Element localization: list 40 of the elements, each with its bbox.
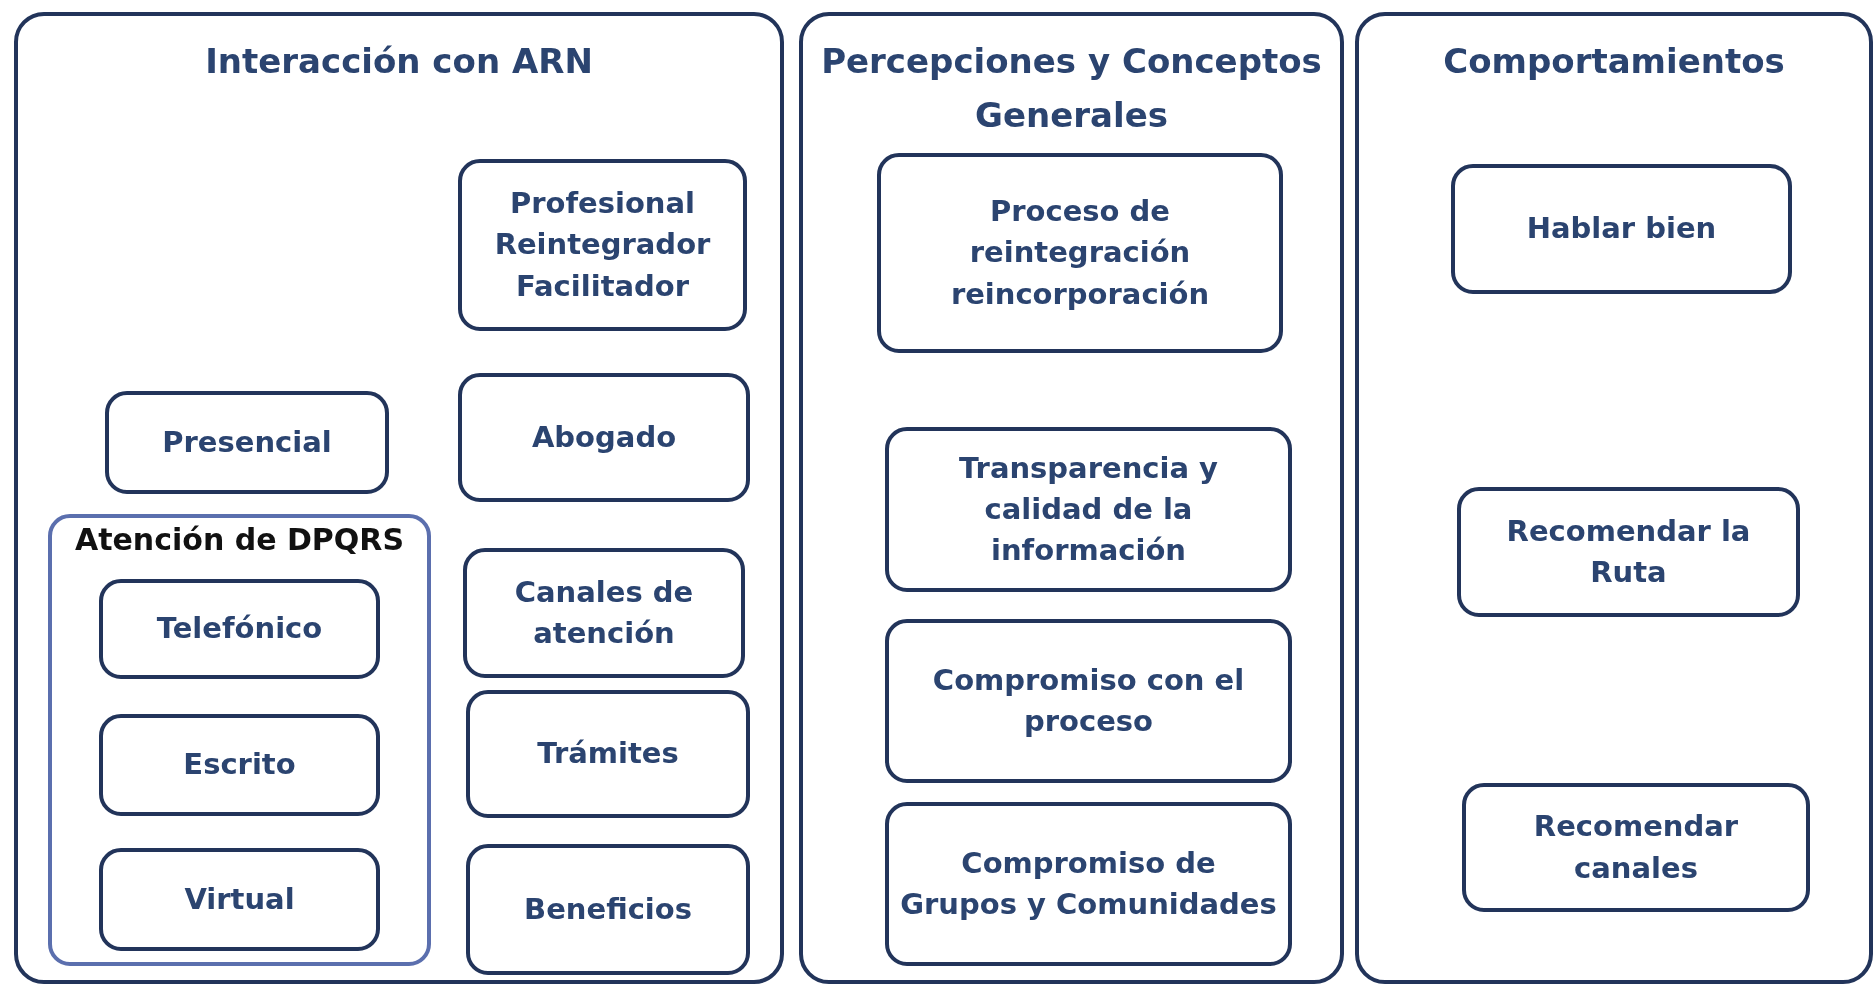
concept-box bbox=[877, 153, 1283, 353]
concept-box bbox=[99, 714, 380, 816]
box-label: Beneficios bbox=[524, 890, 692, 928]
box-label: Recomendar la Ruta bbox=[1505, 512, 1752, 591]
category-panel bbox=[14, 12, 784, 984]
box-label: Telefónico bbox=[156, 610, 323, 648]
group-heading: Atención de DPQRS bbox=[73, 522, 406, 557]
box-label: Recomendar canales bbox=[1532, 808, 1740, 887]
category-panel bbox=[1355, 12, 1873, 984]
box-label: Transparencia y calidad de la información bbox=[958, 449, 1219, 570]
group-frame bbox=[48, 514, 431, 966]
box-label: Compromiso de Grupos y Comunidades bbox=[899, 844, 1278, 923]
concept-box bbox=[99, 848, 380, 951]
concept-box bbox=[105, 391, 389, 494]
concept-box bbox=[463, 548, 745, 678]
box-label: Hablar bien bbox=[1526, 210, 1717, 248]
box-label: Canales de atención bbox=[513, 573, 695, 652]
concept-box bbox=[458, 373, 750, 502]
concept-box bbox=[1457, 487, 1800, 617]
panel-heading: Percepciones y Conceptos Generales bbox=[820, 40, 1323, 138]
concept-box bbox=[466, 690, 750, 818]
box-label: Escrito bbox=[183, 746, 296, 784]
box-label: Profesional Reintegrador Facilitador bbox=[493, 185, 712, 305]
box-label: Proceso de reintegración reincorporación bbox=[949, 193, 1211, 313]
concept-box bbox=[885, 427, 1292, 592]
concept-box bbox=[466, 844, 750, 975]
panel-heading: Comportamientos bbox=[1442, 40, 1786, 83]
concept-box bbox=[885, 802, 1292, 966]
box-label: Presencial bbox=[162, 423, 332, 461]
concept-box bbox=[1462, 783, 1810, 912]
concept-box bbox=[458, 159, 747, 331]
category-panel bbox=[799, 12, 1344, 984]
panel-heading: Interacción con ARN bbox=[204, 40, 594, 83]
concept-box bbox=[1451, 164, 1792, 294]
concept-box bbox=[885, 619, 1292, 783]
box-label: Virtual bbox=[184, 880, 295, 918]
box-label: Abogado bbox=[531, 418, 677, 456]
box-label: Compromiso con el proceso bbox=[931, 661, 1246, 740]
box-label: Trámites bbox=[537, 735, 679, 773]
concept-box bbox=[99, 579, 380, 679]
